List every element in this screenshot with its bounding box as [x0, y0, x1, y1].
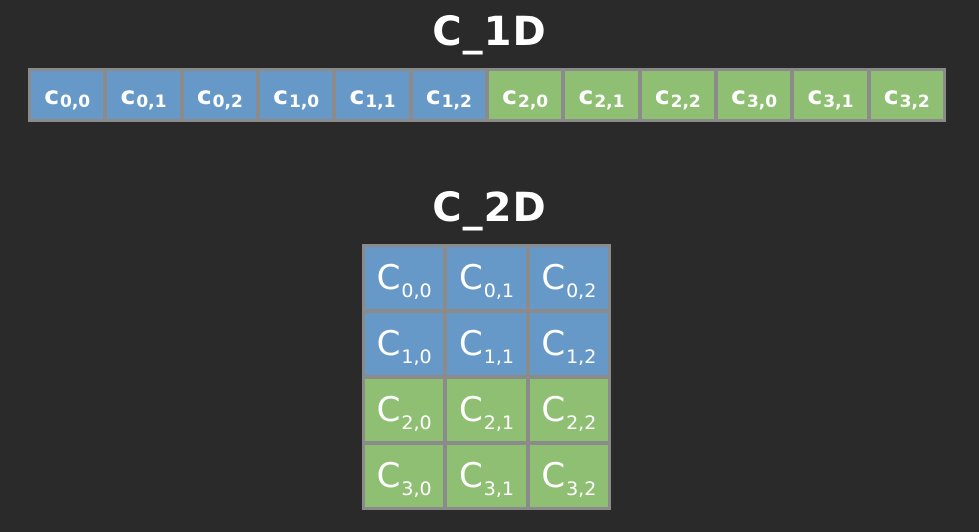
cell-letter: c [731, 80, 746, 110]
cell-index: 0,2 [566, 280, 597, 302]
cell-index: 0,0 [401, 280, 432, 302]
cell-letter: C [376, 324, 401, 364]
cell-index: 3,2 [566, 478, 597, 500]
cell-index: 2,1 [594, 92, 625, 112]
cell-index: 1,0 [401, 346, 432, 368]
cell-letter: c [273, 80, 288, 110]
cell-letter: C [459, 324, 483, 364]
cell-index: 2,0 [401, 412, 432, 434]
cell-index: 3,0 [401, 478, 432, 500]
cell-index: 0,1 [136, 92, 167, 112]
cell-index: 1,2 [441, 92, 472, 112]
cell-letter: C [376, 390, 401, 430]
cell-index: 0,2 [212, 92, 243, 112]
cell-index: 3,1 [823, 92, 854, 112]
cell-index: 0,0 [60, 92, 91, 112]
cell-index: 2,2 [670, 92, 701, 112]
cell-letter: c [502, 80, 517, 110]
cell-letter: c [196, 80, 212, 110]
cell-index: 1,0 [289, 92, 320, 112]
cell-letter: C [541, 390, 566, 430]
cell-index: 3,0 [746, 92, 778, 112]
cell-letter: c [807, 80, 823, 110]
cell-index: 1,2 [566, 346, 597, 368]
cell-letter: C [376, 258, 401, 298]
cell-index: 2,0 [517, 92, 549, 112]
cell-index: 3,1 [483, 478, 514, 500]
cell-index: 2,1 [483, 412, 514, 434]
cell-letter: C [541, 258, 566, 298]
cell-letter: C [459, 258, 483, 298]
cell-letter: C [541, 324, 566, 364]
cell-letter: C [541, 456, 566, 496]
c2d-title: C_2D [432, 185, 547, 231]
cell-letter: c [425, 80, 441, 110]
cell-index: 0,1 [483, 280, 514, 302]
cell-letter: C [376, 456, 401, 496]
cell-index: 2,2 [566, 412, 597, 434]
cell-letter: c [883, 80, 899, 110]
cell-letter: C [459, 390, 483, 430]
c1d-title: C_1D [432, 9, 547, 55]
cell-letter: c [120, 80, 136, 110]
cell-index: 1,1 [365, 92, 396, 112]
cell-index: 3,2 [899, 92, 930, 112]
cell-letter: c [654, 80, 670, 110]
cell-letter: C [459, 456, 483, 496]
cell-letter: c [44, 80, 60, 110]
cell-letter: c [578, 80, 594, 110]
cell-index: 1,1 [483, 346, 514, 368]
cell-letter: c [349, 80, 365, 110]
